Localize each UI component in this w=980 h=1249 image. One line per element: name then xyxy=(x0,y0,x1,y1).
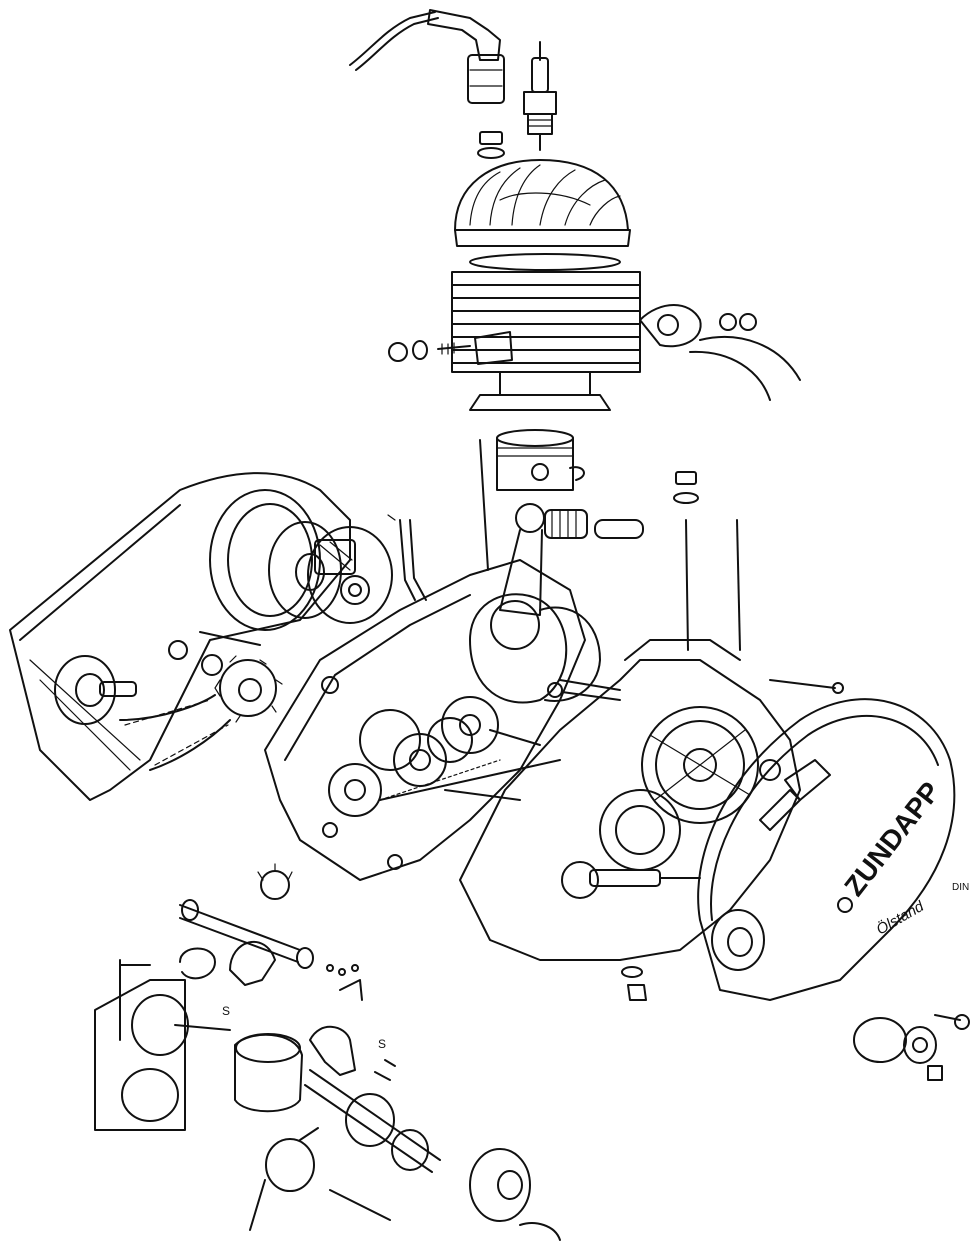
drain-plug xyxy=(621,966,647,1001)
stud-nut xyxy=(673,471,699,504)
margin-text: DIN xyxy=(952,882,969,893)
cover-brand-label: ZUNDAPP xyxy=(838,776,946,902)
exhaust-nuts xyxy=(719,313,757,331)
right-crankcase xyxy=(459,639,801,961)
flywheel xyxy=(209,489,342,631)
drive-chain xyxy=(119,694,231,771)
output-shaft xyxy=(304,1069,441,1173)
stator-plate xyxy=(307,526,393,624)
cylinder-barrel xyxy=(451,271,641,411)
output-sprocket-hub xyxy=(469,1148,561,1241)
clutch-gear-assembly xyxy=(249,1127,391,1231)
gearbox-gears xyxy=(328,696,501,817)
ignition-wires xyxy=(387,514,427,601)
magneto-cover xyxy=(9,472,351,801)
circlip xyxy=(569,466,585,481)
piston-pin xyxy=(594,519,644,539)
fastener-screws xyxy=(326,964,396,1081)
part-mark-s1: S xyxy=(222,1004,230,1018)
cylinder-studs xyxy=(479,439,844,694)
side-cover xyxy=(697,698,956,1001)
head-gasket xyxy=(469,253,621,271)
cylinder-head xyxy=(454,159,631,247)
shift-drum xyxy=(234,1033,303,1113)
spark-plug-cap xyxy=(427,9,505,104)
oil-level-label: Ölstand xyxy=(873,897,927,939)
shift-fork xyxy=(309,979,363,1076)
shift-detail-inset xyxy=(94,959,231,1131)
piston xyxy=(496,429,574,491)
kickstart-lever xyxy=(759,759,801,831)
crankshaft xyxy=(469,593,621,704)
gearbox-shafts xyxy=(379,729,561,801)
head-nut xyxy=(477,131,505,159)
connecting-rod xyxy=(490,503,545,650)
drive-sprocket xyxy=(214,655,283,723)
intake-fasteners xyxy=(388,340,471,362)
part-mark-s2: S xyxy=(378,1037,386,1051)
clutch-assembly xyxy=(561,789,701,899)
right-shaft-cap xyxy=(853,1014,970,1081)
sprocket-nut xyxy=(168,631,261,676)
ignition-cable xyxy=(349,11,439,71)
spark-plug xyxy=(523,41,557,151)
left-crankcase xyxy=(264,559,586,881)
small-end-bearing xyxy=(544,509,588,539)
shift-shaft xyxy=(179,863,314,986)
shift-spring-ring xyxy=(179,947,216,980)
exhaust-pipe xyxy=(639,304,801,401)
